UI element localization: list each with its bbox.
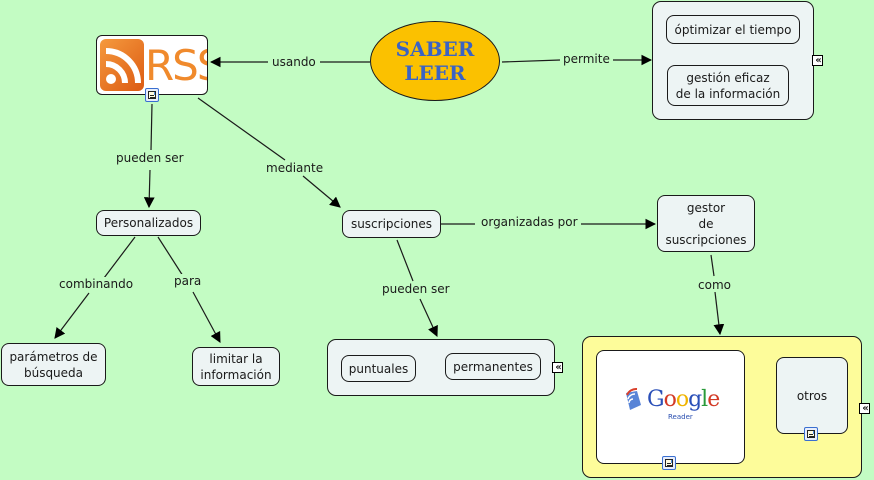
link-permite-line bbox=[501, 59, 561, 63]
concept-parametros-busqueda[interactable]: parámetros de búsqueda bbox=[1, 343, 106, 386]
concept-permanentes[interactable]: permanentes bbox=[445, 353, 541, 380]
concept-optimizar-tiempo[interactable]: óptimizar el tiempo bbox=[666, 15, 800, 44]
google-reader-feed-icon bbox=[626, 387, 641, 410]
rss-label: RSS bbox=[145, 41, 207, 90]
resource-icon[interactable] bbox=[145, 88, 159, 102]
google-reader-image-node[interactable]: Google Reader bbox=[596, 350, 745, 464]
concept-puntuales[interactable]: puntuales bbox=[341, 355, 416, 382]
link-label-mediante: mediante bbox=[263, 161, 327, 175]
collapse-button[interactable]: « bbox=[859, 403, 870, 414]
link-label-usando: usando bbox=[269, 55, 319, 69]
rss-image-node[interactable]: RSS bbox=[96, 35, 208, 95]
google-reader-subtext: Reader bbox=[668, 413, 693, 421]
link-label-como: como bbox=[695, 278, 734, 292]
link-label-pueden-ser: pueden ser bbox=[379, 282, 453, 296]
concept-otros[interactable]: otros bbox=[776, 357, 848, 434]
concept-gestor-suscripciones[interactable]: gestor de suscripciones bbox=[657, 195, 755, 252]
collapse-button[interactable]: « bbox=[812, 55, 823, 66]
root-concept-saber-leer[interactable]: SABER LEER bbox=[370, 21, 500, 101]
link-label-para: para bbox=[171, 274, 205, 288]
concept-suscripciones[interactable]: suscripciones bbox=[342, 210, 441, 238]
link-label-pueden-ser: pueden ser bbox=[113, 151, 187, 165]
concept-limitar-informacion[interactable]: limitar la información bbox=[192, 347, 280, 386]
collapse-button[interactable]: « bbox=[552, 362, 563, 373]
google-logo-text: Google bbox=[647, 387, 720, 412]
link-label-organizadas-por: organizadas por bbox=[478, 215, 581, 229]
concept-personalizados[interactable]: Personalizados bbox=[96, 210, 201, 236]
link-label-combinando: combinando bbox=[56, 277, 137, 291]
resource-icon[interactable] bbox=[662, 456, 676, 470]
rss-feed-icon bbox=[100, 39, 144, 91]
resource-icon[interactable] bbox=[804, 427, 818, 441]
link-label-permite: permite bbox=[560, 52, 613, 66]
concept-gestion-eficaz[interactable]: gestión eficaz de la información bbox=[667, 65, 789, 106]
